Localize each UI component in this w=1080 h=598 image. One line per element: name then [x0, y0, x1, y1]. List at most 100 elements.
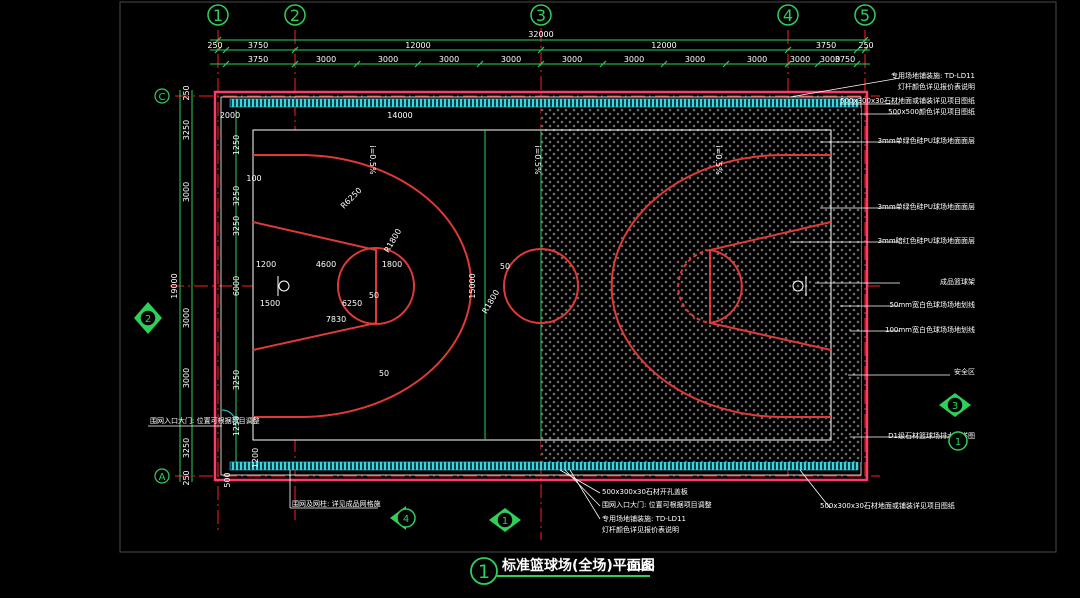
svg-text:1800: 1800 — [382, 260, 402, 269]
dim-l2-2: 3000 — [378, 55, 398, 64]
view-number-bubble — [470, 557, 498, 585]
svg-text:安全区: 安全区 — [954, 367, 975, 376]
svg-text:成品篮球架: 成品篮球架 — [940, 277, 975, 286]
svg-text:4: 4 — [403, 514, 409, 525]
dimension-tick — [722, 60, 730, 68]
dimension-tick — [853, 60, 861, 68]
section-marker-bottom-left: 4 — [390, 506, 416, 530]
svg-text:250: 250 — [182, 85, 191, 100]
dimension-tick — [814, 60, 822, 68]
dim-l2-11: 3750 — [835, 55, 855, 64]
svg-text:3mm暗红色硅PU球场地面面层: 3mm暗红色硅PU球场地面面层 — [878, 236, 975, 245]
svg-text:灯杆颜色详见报价表说明: 灯杆颜色详见报价表说明 — [602, 525, 679, 534]
svg-text:i=0.5%: i=0.5% — [714, 145, 723, 175]
svg-text:1: 1 — [502, 516, 508, 527]
svg-text:3000: 3000 — [182, 182, 191, 202]
grid-axis-bubbles-top: 1 2 3 4 5 — [207, 4, 876, 26]
svg-text:1500: 1500 — [260, 299, 280, 308]
svg-text:5: 5 — [860, 6, 870, 25]
center-circle — [503, 248, 579, 324]
svg-text:250: 250 — [182, 470, 191, 485]
svg-text:D1级石材篮球场排水沟详图: D1级石材篮球场排水沟详图 — [888, 431, 975, 440]
svg-text:2000: 2000 — [220, 111, 240, 120]
svg-text:6000: 6000 — [232, 276, 241, 296]
dimension-tick — [414, 60, 422, 68]
drawing-title-block: 1 标准篮球场(全场)平面图 1:100 — [470, 557, 655, 585]
dim-l1-5: 250 — [858, 41, 873, 50]
dimension-tick — [291, 46, 299, 54]
dimension-tick — [476, 60, 484, 68]
leader-lines-bottom — [289, 469, 831, 520]
svg-text:500x500颜色详见项目图纸: 500x500颜色详见项目图纸 — [888, 107, 975, 116]
dim-l1-1: 3750 — [248, 41, 268, 50]
axis-bubble-1: 1 — [207, 4, 229, 26]
key-right — [709, 221, 832, 351]
svg-text:6250: 6250 — [342, 299, 362, 308]
svg-text:i=0.5%: i=0.5% — [533, 145, 542, 175]
dimension-tick — [214, 36, 222, 44]
svg-text:3250: 3250 — [182, 120, 191, 140]
svg-text:4: 4 — [783, 6, 793, 25]
svg-text:500x300x30石材地面或铺装详见项目图纸: 500x300x30石材地面或铺装详见项目图纸 — [840, 96, 975, 105]
dimension-tick — [222, 46, 230, 54]
svg-text:2: 2 — [145, 314, 151, 325]
svg-text:3250: 3250 — [232, 370, 241, 390]
annotations-right: 专用场地铺装施: TD-LD11 灯杆颜色详见报价表说明 500x300x30石… — [840, 71, 975, 440]
dim-l2-3: 3000 — [439, 55, 459, 64]
svg-text:3250: 3250 — [232, 186, 241, 206]
dimension-tick — [599, 60, 607, 68]
three-point-right — [610, 154, 831, 418]
dimension-text-top: 32000 250 3750 12000 12000 3750 250 3750… — [207, 30, 873, 64]
svg-text:3250: 3250 — [182, 438, 191, 458]
key-left — [252, 221, 377, 351]
ft-dashed-right — [677, 249, 711, 324]
ft-semicircle-right — [709, 249, 743, 324]
drain-strip-top — [229, 98, 859, 108]
section-marker-bottom-center: 1 — [489, 508, 521, 532]
svg-text:1250: 1250 — [232, 135, 241, 155]
svg-text:1200: 1200 — [256, 260, 276, 269]
svg-text:100mm宽白色球场场地划线: 100mm宽白色球场场地划线 — [885, 325, 975, 334]
dim-l2-0: 3750 — [248, 55, 268, 64]
svg-text:15000: 15000 — [468, 273, 477, 298]
view-number: 1 — [478, 561, 490, 583]
detail-marker-right: 1 — [948, 431, 968, 451]
dim-left-total: 19000 — [170, 273, 179, 298]
dim-l2-10: 3000 — [820, 55, 840, 64]
svg-text:4600: 4600 — [316, 260, 336, 269]
svg-text:3000: 3000 — [182, 308, 191, 328]
drawing-scale: 1:100 — [626, 563, 655, 573]
svg-text:500x300x30石材开孔盖板: 500x300x30石材开孔盖板 — [602, 487, 688, 496]
axis-bubble-a: A — [154, 468, 170, 484]
axis-bubble-c: C — [154, 88, 170, 104]
ft-circle-left — [337, 247, 415, 325]
svg-text:50: 50 — [379, 369, 389, 378]
section-marker-right: 3 — [939, 393, 971, 417]
svg-text:50: 50 — [369, 291, 379, 300]
dimension-tick — [784, 60, 792, 68]
dim-l2-5: 3000 — [562, 55, 582, 64]
dimension-tick — [784, 46, 792, 54]
court-lines — [252, 129, 832, 441]
svg-text:500x300x30石材地面或铺装详见项目图纸: 500x300x30石材地面或铺装详见项目图纸 — [820, 501, 955, 510]
red-game-lines — [252, 154, 832, 418]
drawing-title: 标准篮球场(全场)平面图 — [501, 557, 655, 574]
dimension-ticks-top — [214, 36, 869, 68]
dimension-tick — [853, 46, 861, 54]
dimension-tick — [353, 60, 361, 68]
svg-text:3: 3 — [952, 401, 958, 412]
dimension-text-left: 19000 250 3250 3000 3250 6000 3000 3000 … — [170, 85, 241, 485]
dim-overall: 32000 — [528, 30, 553, 39]
dim-l1-0: 250 — [207, 41, 222, 50]
annotation-left: 围网入口大门: 位置可根据项目调整 — [148, 409, 260, 427]
dim-l1-4: 3750 — [816, 41, 836, 50]
dimension-tick — [222, 60, 230, 68]
svg-text:50: 50 — [500, 262, 510, 271]
dimension-tick — [861, 36, 869, 44]
svg-text:专用场地铺装施: TD-LD11: 专用场地铺装施: TD-LD11 — [891, 71, 975, 80]
dimension-chain-top — [210, 39, 870, 65]
dim-l2-8: 3000 — [747, 55, 767, 64]
dimension-chain-left — [179, 90, 237, 482]
dim-l2-4: 3000 — [501, 55, 521, 64]
